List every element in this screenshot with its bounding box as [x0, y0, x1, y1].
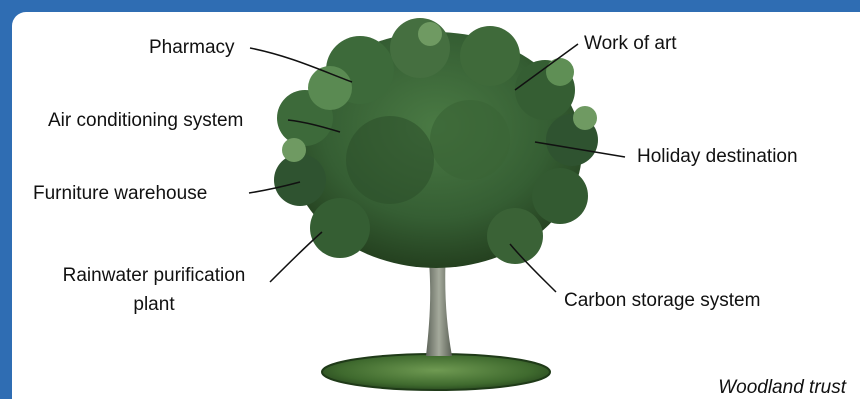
label-work-of-art: Work of art: [584, 33, 677, 55]
label-holiday-destination: Holiday destination: [637, 146, 798, 168]
tree-canopy: [274, 18, 598, 268]
label-air-conditioning: Air conditioning system: [48, 110, 243, 132]
label-rainwater: Rainwater purification plant: [44, 265, 264, 316]
label-pharmacy: Pharmacy: [149, 37, 235, 59]
leader-rainwater: [270, 232, 322, 282]
label-furniture-warehouse: Furniture warehouse: [33, 183, 207, 205]
credit-text: Woodland trust: [718, 377, 846, 399]
label-rainwater-line2: plant: [44, 294, 264, 316]
ground-disc: [322, 354, 550, 390]
label-carbon-storage: Carbon storage system: [564, 290, 760, 312]
label-rainwater-line1: Rainwater purification: [44, 265, 264, 287]
